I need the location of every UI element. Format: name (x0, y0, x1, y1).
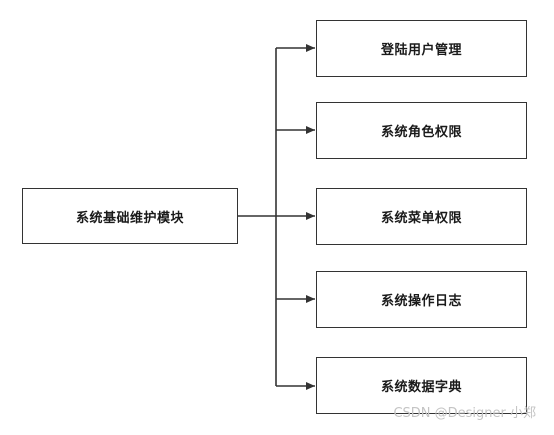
child-node-operation-logs: 系统操作日志 (316, 271, 527, 328)
child-node-menu-permissions: 系统菜单权限 (316, 188, 527, 245)
child-node-role-permissions: 系统角色权限 (316, 102, 527, 159)
root-node: 系统基础维护模块 (22, 188, 238, 244)
child-node-label: 系统操作日志 (380, 294, 462, 309)
child-node-label: 系统角色权限 (380, 125, 462, 140)
child-node-label: 系统数据字典 (380, 380, 462, 395)
child-node-label: 登陆用户管理 (380, 43, 462, 58)
watermark-text: CSDN @Designer 小郑 (393, 406, 536, 421)
root-node-label: 系统基础维护模块 (75, 210, 184, 226)
child-node-login-user-management: 登陆用户管理 (316, 20, 527, 77)
child-node-label: 系统菜单权限 (380, 211, 462, 226)
child-node-data-dictionary: 系统数据字典 (316, 357, 527, 414)
